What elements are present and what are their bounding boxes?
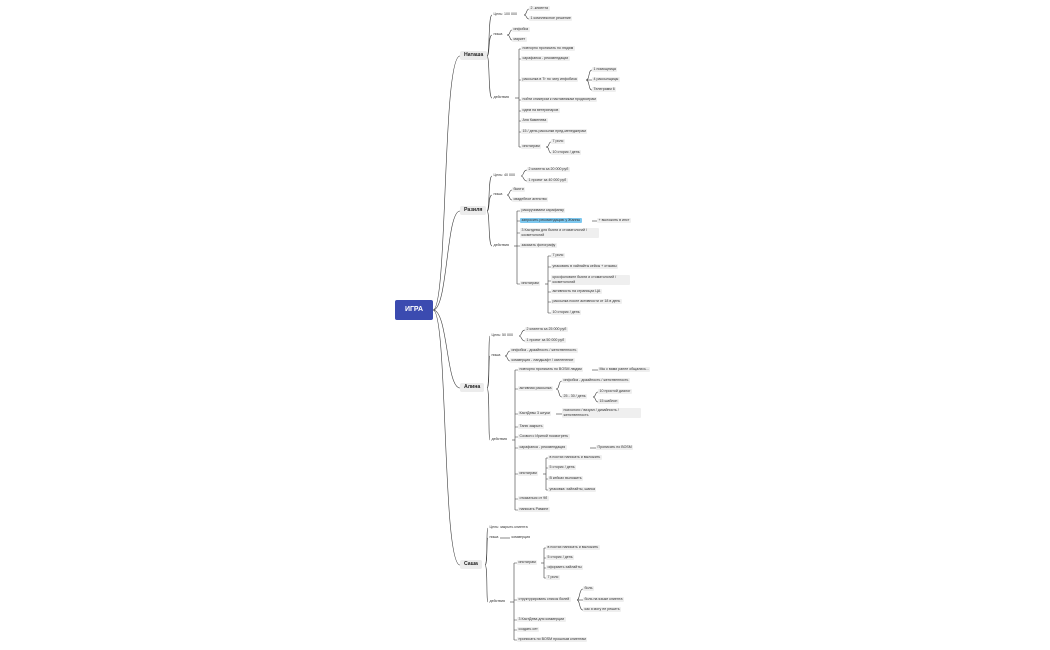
sasha-niche-item[interactable]: коммерция xyxy=(511,535,531,539)
alina-goal-item-2[interactable]: 1 проект за 50 000 руб xyxy=(525,338,566,343)
sasha-niche[interactable]: ниша xyxy=(489,535,499,539)
alina-action-2-item-1[interactable]: инфобиз - дизайность / женственность xyxy=(562,378,630,383)
alina-instagram-item-2[interactable]: 5 сторис / день xyxy=(548,465,577,470)
razilya-action-2[interactable]: запросить рекомендацию у Жанны xyxy=(520,218,582,223)
sasha-action-2[interactable]: структурировать список болей xyxy=(517,597,571,602)
alina-instagram[interactable]: инстаграм xyxy=(518,471,539,476)
natasha-action-3[interactable]: рассылка в Тг по чату инфобиза xyxy=(521,77,579,82)
razilya-instagram-item-2[interactable]: упаковать в хайлайты кейсы + отзывы xyxy=(551,264,619,269)
natasha-instagram-item-1[interactable]: 7 рилс xyxy=(551,139,565,144)
branch-alina[interactable]: Алина xyxy=(460,383,485,392)
natasha-action-6[interactable]: Аня Каменева xyxy=(521,118,548,123)
alina-action-3[interactable]: КастДевы 3 штуки xyxy=(518,411,552,416)
alina-action-2-item-2[interactable]: 25 - 30 / день xyxy=(562,394,588,399)
sasha-instagram-item-1[interactable]: в постах написать и выложить xyxy=(546,545,600,550)
root-node[interactable]: ИГРА xyxy=(395,300,433,320)
razilya-goal[interactable]: Цель: 40 000 xyxy=(493,173,516,177)
alina-action-1[interactable]: повторно прописать по BOSM людям xyxy=(518,367,584,372)
sasha-action-3[interactable]: 3 КастДева для коммерции xyxy=(517,617,566,622)
sasha-action-5[interactable]: прописать по BOSM прошлым клиентам xyxy=(517,637,588,642)
alina-action-5[interactable]: Созвон с Ириной посмотреть xyxy=(518,434,570,439)
alina-goal-item-1[interactable]: 2 клиента за 25 000 руб xyxy=(525,327,568,332)
alina-instagram-item-1[interactable]: в постах написать и выложить xyxy=(548,455,602,460)
natasha-action-3-item-1[interactable]: 1 помощница xyxy=(592,67,618,72)
sasha-goal[interactable]: Цель: закрыть клиента xyxy=(489,525,528,529)
natasha-action-2[interactable]: сарафанка - рекомендации xyxy=(521,56,570,61)
natasha-instagram[interactable]: инстаграм xyxy=(521,144,542,149)
razilya-instagram[interactable]: инстаграм xyxy=(520,281,541,286)
razilya-niche[interactable]: ниша xyxy=(493,192,503,196)
alina-action-8[interactable]: написать Рамине xyxy=(518,507,550,512)
sasha-action-2-item-1[interactable]: боль xyxy=(583,586,594,591)
alina-action-3-note[interactable]: психологи / визуал / дизайность / женств… xyxy=(562,408,641,418)
alina-actions[interactable]: действия xyxy=(491,437,507,441)
sasha-instagram[interactable]: инстаграм xyxy=(517,560,538,565)
natasha-goal[interactable]: Цель: 100 000 xyxy=(493,12,518,16)
alina-niche[interactable]: ниша xyxy=(491,353,501,357)
natasha-action-7[interactable]: 15 / день рассылки пред-менеджерам xyxy=(521,129,588,134)
natasha-goal-item-2[interactable]: 1 комплексное решение xyxy=(529,16,573,21)
natasha-niche-item-2[interactable]: маркет xyxy=(512,37,527,42)
natasha-niche[interactable]: ниша xyxy=(493,32,503,36)
natasha-instagram-item-2[interactable]: 10 сторис / день xyxy=(551,150,582,155)
natasha-action-4[interactable]: пойти спикером к наставникам продюсерам xyxy=(521,97,598,102)
natasha-action-3-item-3[interactable]: Телеграмм 6 xyxy=(592,87,617,92)
sasha-action-4[interactable]: создать сет xyxy=(517,627,540,632)
sasha-action-2-item-3[interactable]: как я могу ее решить xyxy=(583,607,622,612)
branch-sasha[interactable]: Саша xyxy=(460,560,482,569)
sasha-actions[interactable]: действия xyxy=(489,599,505,603)
razilya-action-4[interactable]: заказать фотографу xyxy=(520,243,557,248)
razilya-goal-item-1[interactable]: 2 клиента за 20 000 руб xyxy=(527,167,570,172)
natasha-niche-item-1[interactable]: инфобиз xyxy=(512,27,530,32)
razilya-actions[interactable]: действия xyxy=(493,243,509,247)
natasha-action-3-item-2[interactable]: 4 рассылщицы xyxy=(592,77,620,82)
razilya-instagram-item-4[interactable]: активность на страницах ЦА xyxy=(551,289,602,294)
sasha-instagram-item-4[interactable]: 7 рилс xyxy=(546,575,560,580)
alina-instagram-item-4[interactable]: упаковка: хайлайты, шапка xyxy=(548,487,597,492)
razilya-instagram-item-6[interactable]: 10 сторис / день xyxy=(551,310,582,315)
alina-action-2-sub-2[interactable]: 15 шаблон xyxy=(598,399,619,404)
razilya-action-1[interactable]: раскручиваем сарафанку xyxy=(520,208,566,213)
alina-niche-item-2[interactable]: коммерция - ландшафт / озеленение xyxy=(510,358,575,363)
branch-natasha[interactable]: Наташа xyxy=(460,51,488,60)
alina-goal[interactable]: Цель: 50 000 xyxy=(491,333,514,337)
natasha-action-5[interactable]: идем на ветеринаров xyxy=(521,108,560,113)
alina-action-7[interactable]: отказаться от 9б xyxy=(518,496,549,501)
natasha-action-1[interactable]: повторно прописать по людям xyxy=(521,46,575,51)
razilya-instagram-item-3[interactable]: кросфоловинг бьюти и стоматологий / косм… xyxy=(551,275,630,285)
alina-action-2-sub-1[interactable]: 10 простой диалог xyxy=(598,389,632,394)
razilya-action-3[interactable]: 3 Кастдева для бьюти и стоматологий / ко… xyxy=(520,228,599,238)
razilya-goal-item-2[interactable]: 1 проект за 40 000 руб xyxy=(527,178,568,183)
razilya-instagram-item-5[interactable]: рассылка после активности от 18 в день xyxy=(551,299,622,304)
alina-action-6[interactable]: сарафанка - рекомендация xyxy=(518,445,567,450)
alina-action-1-note[interactable]: Мы с вами ранее общались... xyxy=(598,367,651,372)
razilya-instagram-item-1[interactable]: 7 рилс xyxy=(551,253,565,258)
sasha-instagram-item-3[interactable]: оформить хайлайты xyxy=(546,565,584,570)
alina-action-6-note[interactable]: Прописать по BOSM xyxy=(596,445,634,450)
alina-instagram-item-3[interactable]: В кейсах выложить xyxy=(548,476,584,481)
razilya-niche-item-1[interactable]: бьюти xyxy=(512,187,526,192)
alina-action-4[interactable]: Таню закрыть xyxy=(518,424,545,429)
alina-niche-item-1[interactable]: инфобиз - дизайность / женственность xyxy=(510,348,578,353)
natasha-actions[interactable]: действия xyxy=(493,95,509,99)
razilya-action-2-note[interactable]: + выложить в инст xyxy=(597,218,631,223)
branch-razilya[interactable]: Разиля xyxy=(460,206,487,215)
razilya-niche-item-2[interactable]: свадебное агенство xyxy=(512,197,549,202)
alina-action-2[interactable]: активная рассылка xyxy=(518,386,554,391)
natasha-goal-item-1[interactable]: 2 ‑клиента xyxy=(529,6,550,11)
sasha-action-2-item-2[interactable]: боль на языке клиента xyxy=(583,597,625,602)
sasha-instagram-item-2[interactable]: 5 сторис / день xyxy=(546,555,575,560)
